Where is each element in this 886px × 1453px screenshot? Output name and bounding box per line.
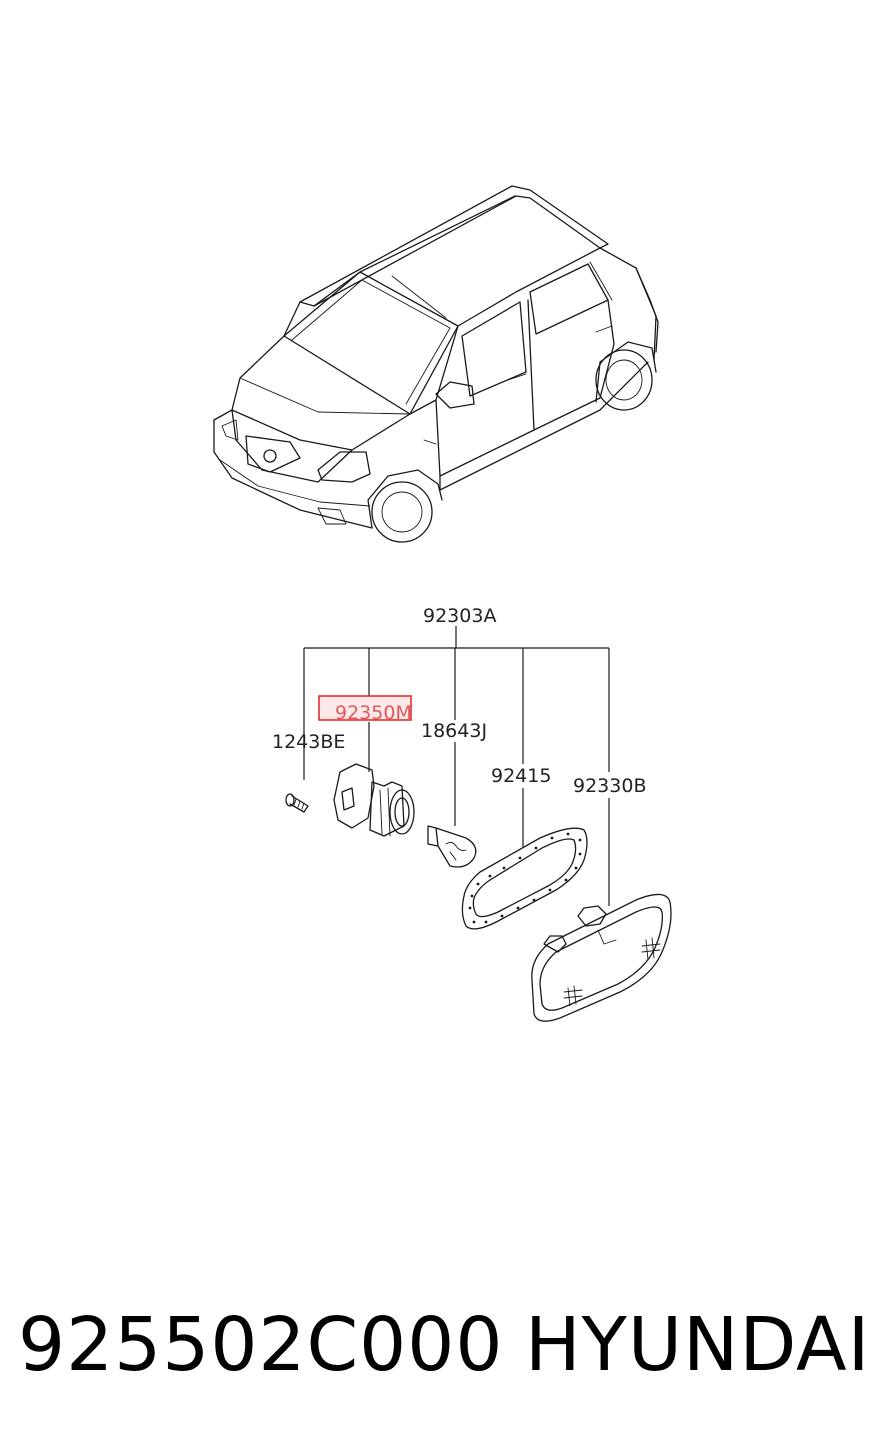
callout-bulb: 18643J — [421, 720, 487, 742]
socket-part — [333, 763, 415, 837]
gasket-part — [461, 827, 588, 930]
callout-socket: 92350M — [335, 702, 412, 724]
part-number: 925502C000 — [18, 1302, 504, 1388]
callout-highlight-box — [318, 695, 412, 721]
lens-part — [531, 893, 672, 1022]
screw-part — [285, 793, 309, 813]
bulb-part — [427, 825, 477, 868]
car-illustration — [213, 185, 659, 543]
callout-screw: 1243BE — [272, 731, 345, 753]
callout-assembly: 92303A — [423, 605, 496, 627]
callout-lens: 92330B — [573, 775, 646, 797]
callout-leaders — [303, 626, 610, 906]
callout-gasket: 92415 — [491, 765, 551, 787]
brand-name: HYUNDAI — [525, 1302, 871, 1388]
